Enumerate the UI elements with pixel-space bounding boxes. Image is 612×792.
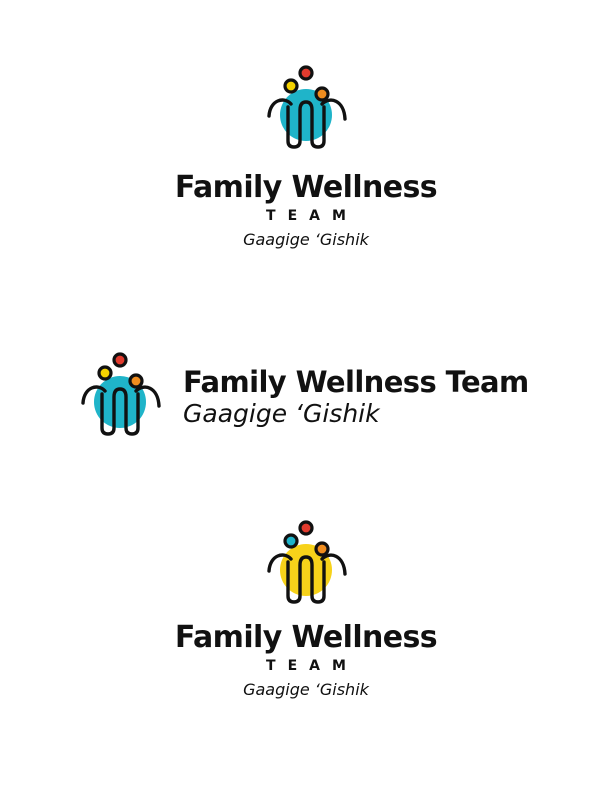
- head-left: [283, 533, 299, 549]
- logo-title: Family Wellness: [174, 620, 438, 655]
- logo-native-name: Gaagige ‘Gishik: [183, 399, 380, 428]
- logo-native-name: Gaagige ‘Gishik: [243, 230, 369, 249]
- logo-native-name: Gaagige ‘Gishik: [243, 680, 369, 699]
- logo-subtitle: TEAM: [266, 208, 358, 224]
- mark-circle: [94, 376, 146, 428]
- logo-stacked-teal: Family Wellness TEAM Gaagige ‘Gishik: [0, 0, 612, 270]
- head-top: [112, 352, 128, 368]
- logo-horizontal-teal: [0, 340, 612, 450]
- head-right: [314, 541, 330, 557]
- head-right: [128, 373, 144, 389]
- family-icon: [267, 520, 347, 604]
- head-left: [97, 365, 113, 381]
- family-icon: [81, 352, 161, 436]
- logo-subtitle: TEAM: [266, 658, 358, 674]
- logo-stacked-yellow: Family Wellness TEAM Gaagige ‘Gishik: [0, 510, 612, 780]
- head-left: [283, 78, 299, 94]
- head-top: [298, 520, 314, 536]
- head-top: [298, 65, 314, 81]
- logo-horizontal-text: Family Wellness Team Gaagige ‘Gishik: [183, 365, 529, 429]
- head-right: [314, 86, 330, 102]
- logo-title: Family Wellness Team: [183, 365, 529, 399]
- mark-circle: [280, 89, 332, 141]
- logo-title: Family Wellness: [174, 170, 438, 205]
- mark-circle: [280, 544, 332, 596]
- family-icon: [267, 65, 347, 149]
